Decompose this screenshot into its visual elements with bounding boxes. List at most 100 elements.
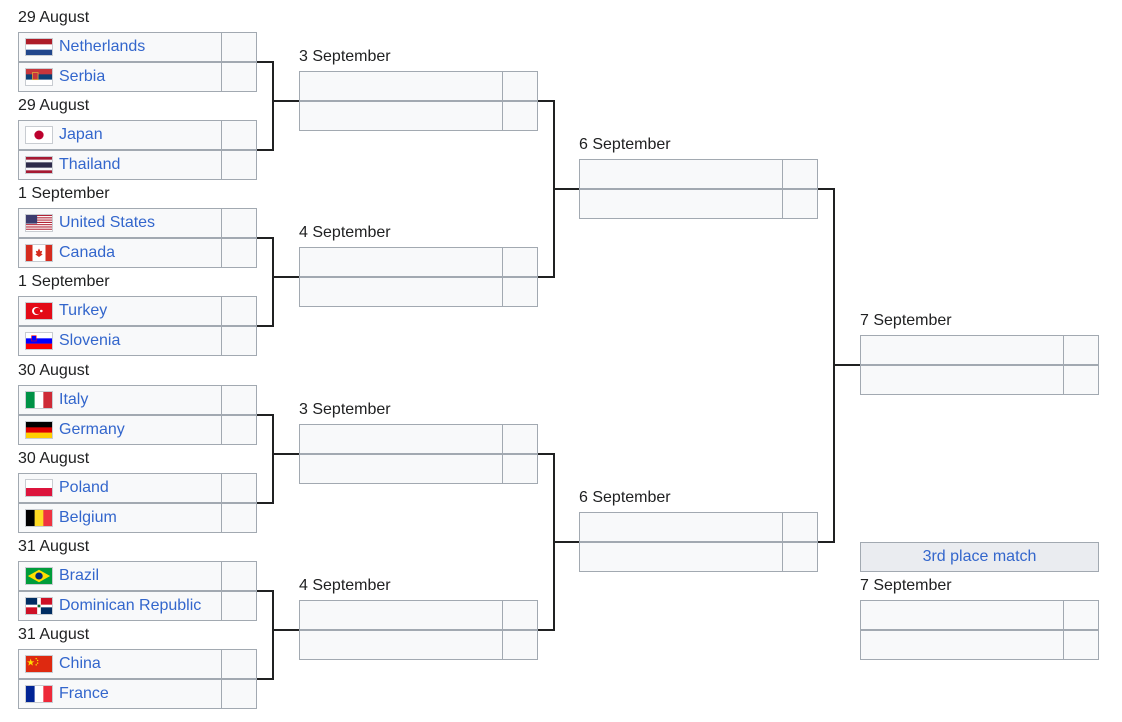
r1-match-5-slot-1-score [221, 385, 257, 415]
serbia-flag-icon [25, 68, 53, 86]
r1-match-4-date: 1 September [18, 273, 110, 290]
team-name-link[interactable]: Slovenia [59, 332, 121, 349]
qf-match-2-slot-1-score [502, 247, 538, 277]
qf-match-3-slot-1-score [502, 424, 538, 454]
qf-match-4-date: 4 September [299, 577, 391, 594]
qf-match-2-slot-1-team [299, 247, 503, 277]
team-name-link[interactable]: Serbia [59, 68, 106, 85]
r1-match-4-slot-2-team[interactable]: Slovenia [18, 326, 222, 356]
qf-match-1-slot-2-score [502, 101, 538, 131]
third-place-slot-2-score [1063, 630, 1099, 660]
final-match-date: 7 September [860, 312, 952, 329]
team-name-link[interactable]: France [59, 685, 109, 702]
canada-flag-icon [25, 244, 53, 262]
connector-qf-2 [538, 453, 579, 631]
netherlands-flag-icon [25, 38, 53, 56]
sf-match-2-slot-2-score [782, 542, 818, 572]
team-name-link[interactable]: China [59, 655, 101, 672]
qf-match-4-slot-2-score [502, 630, 538, 660]
qf-match-1-slot-1-score [502, 71, 538, 101]
r1-match-2-slot-1-score [221, 120, 257, 150]
team-name-link[interactable]: Brazil [59, 567, 100, 584]
qf-match-3-slot-2-score [502, 454, 538, 484]
team-name-link[interactable]: Turkey [59, 302, 108, 319]
r1-match-5-slot-2-team[interactable]: Germany [18, 415, 222, 445]
team-name-link[interactable]: Italy [59, 391, 89, 408]
r1-match-6-slot-1-team[interactable]: Poland [18, 473, 222, 503]
connector-r1-3 [257, 414, 299, 504]
r1-match-6-slot-2-score [221, 503, 257, 533]
team-name-link[interactable]: Netherlands [59, 38, 146, 55]
sf-match-1-slot-1-team [579, 159, 783, 189]
r1-match-6-slot-1-score [221, 473, 257, 503]
r1-match-8-slot-1-score [221, 649, 257, 679]
r1-match-4-slot-2-score [221, 326, 257, 356]
connector-qf-1 [538, 100, 579, 278]
sf-match-2-date: 6 September [579, 489, 671, 506]
r1-match-5-slot-2-score [221, 415, 257, 445]
sf-match-1-slot-2-score [782, 189, 818, 219]
r1-match-1-date: 29 August [18, 9, 90, 26]
r1-match-4-slot-1-score [221, 296, 257, 326]
r1-match-3-slot-1-team[interactable]: United States [18, 208, 222, 238]
r1-match-5-date: 30 August [18, 362, 90, 379]
japan-flag-icon [25, 126, 53, 144]
r1-match-2-slot-2-team[interactable]: Thailand [18, 150, 222, 180]
r1-match-7-date: 31 August [18, 538, 90, 555]
china-flag-icon [25, 655, 53, 673]
r1-match-7-slot-2-team[interactable]: Dominican Republic [18, 591, 222, 621]
dominican-republic-flag-icon [25, 597, 53, 615]
qf-match-3-slot-2-team [299, 454, 503, 484]
team-name-link[interactable]: Belgium [59, 509, 117, 526]
r1-match-3-slot-2-team[interactable]: Canada [18, 238, 222, 268]
team-name-link[interactable]: Dominican Republic [59, 597, 202, 614]
sf-match-2-slot-1-team [579, 512, 783, 542]
team-name-link[interactable]: Canada [59, 244, 116, 261]
r1-match-8-slot-2-team[interactable]: France [18, 679, 222, 709]
connector-r1-2 [257, 237, 299, 327]
poland-flag-icon [25, 479, 53, 497]
qf-match-4-slot-1-score [502, 600, 538, 630]
team-name-link[interactable]: Poland [59, 479, 109, 496]
france-flag-icon [25, 685, 53, 703]
final-match-slot-1-team [860, 335, 1064, 365]
qf-match-4-slot-2-team [299, 630, 503, 660]
r1-match-2-slot-2-score [221, 150, 257, 180]
team-name-link[interactable]: Japan [59, 126, 103, 143]
r1-match-1-slot-1-team[interactable]: Netherlands [18, 32, 222, 62]
final-match-slot-2-team [860, 365, 1064, 395]
r1-match-8-slot-1-team[interactable]: China [18, 649, 222, 679]
team-name-link[interactable]: Germany [59, 421, 125, 438]
team-name-link[interactable]: United States [59, 214, 156, 231]
qf-match-1-slot-1-team [299, 71, 503, 101]
belgium-flag-icon [25, 509, 53, 527]
third-place-match-link[interactable]: 3rd place match [860, 542, 1099, 572]
r1-match-2-slot-1-team[interactable]: Japan [18, 120, 222, 150]
connector-r1-4 [257, 590, 299, 680]
r1-match-1-slot-1-score [221, 32, 257, 62]
qf-match-2-slot-2-team [299, 277, 503, 307]
r1-match-1-slot-2-team[interactable]: Serbia [18, 62, 222, 92]
r1-match-3-slot-2-score [221, 238, 257, 268]
r1-match-8-slot-2-score [221, 679, 257, 709]
brazil-flag-icon [25, 567, 53, 585]
qf-match-3-date: 3 September [299, 401, 391, 418]
turkey-flag-icon [25, 302, 53, 320]
team-name-link[interactable]: Thailand [59, 156, 121, 173]
r1-match-5-slot-1-team[interactable]: Italy [18, 385, 222, 415]
italy-flag-icon [25, 391, 53, 409]
r1-match-4-slot-1-team[interactable]: Turkey [18, 296, 222, 326]
third-place-slot-1-score [1063, 600, 1099, 630]
r1-match-7-slot-1-team[interactable]: Brazil [18, 561, 222, 591]
r1-match-3-slot-1-score [221, 208, 257, 238]
r1-match-1-slot-2-score [221, 62, 257, 92]
r1-match-6-slot-2-team[interactable]: Belgium [18, 503, 222, 533]
r1-match-7-slot-1-score [221, 561, 257, 591]
r1-match-2-date: 29 August [18, 97, 90, 114]
sf-match-1-date: 6 September [579, 136, 671, 153]
third-place-date: 7 September [860, 577, 952, 594]
connector-sf [818, 188, 860, 543]
sf-match-1-slot-1-score [782, 159, 818, 189]
connector-r1-1 [257, 61, 299, 151]
